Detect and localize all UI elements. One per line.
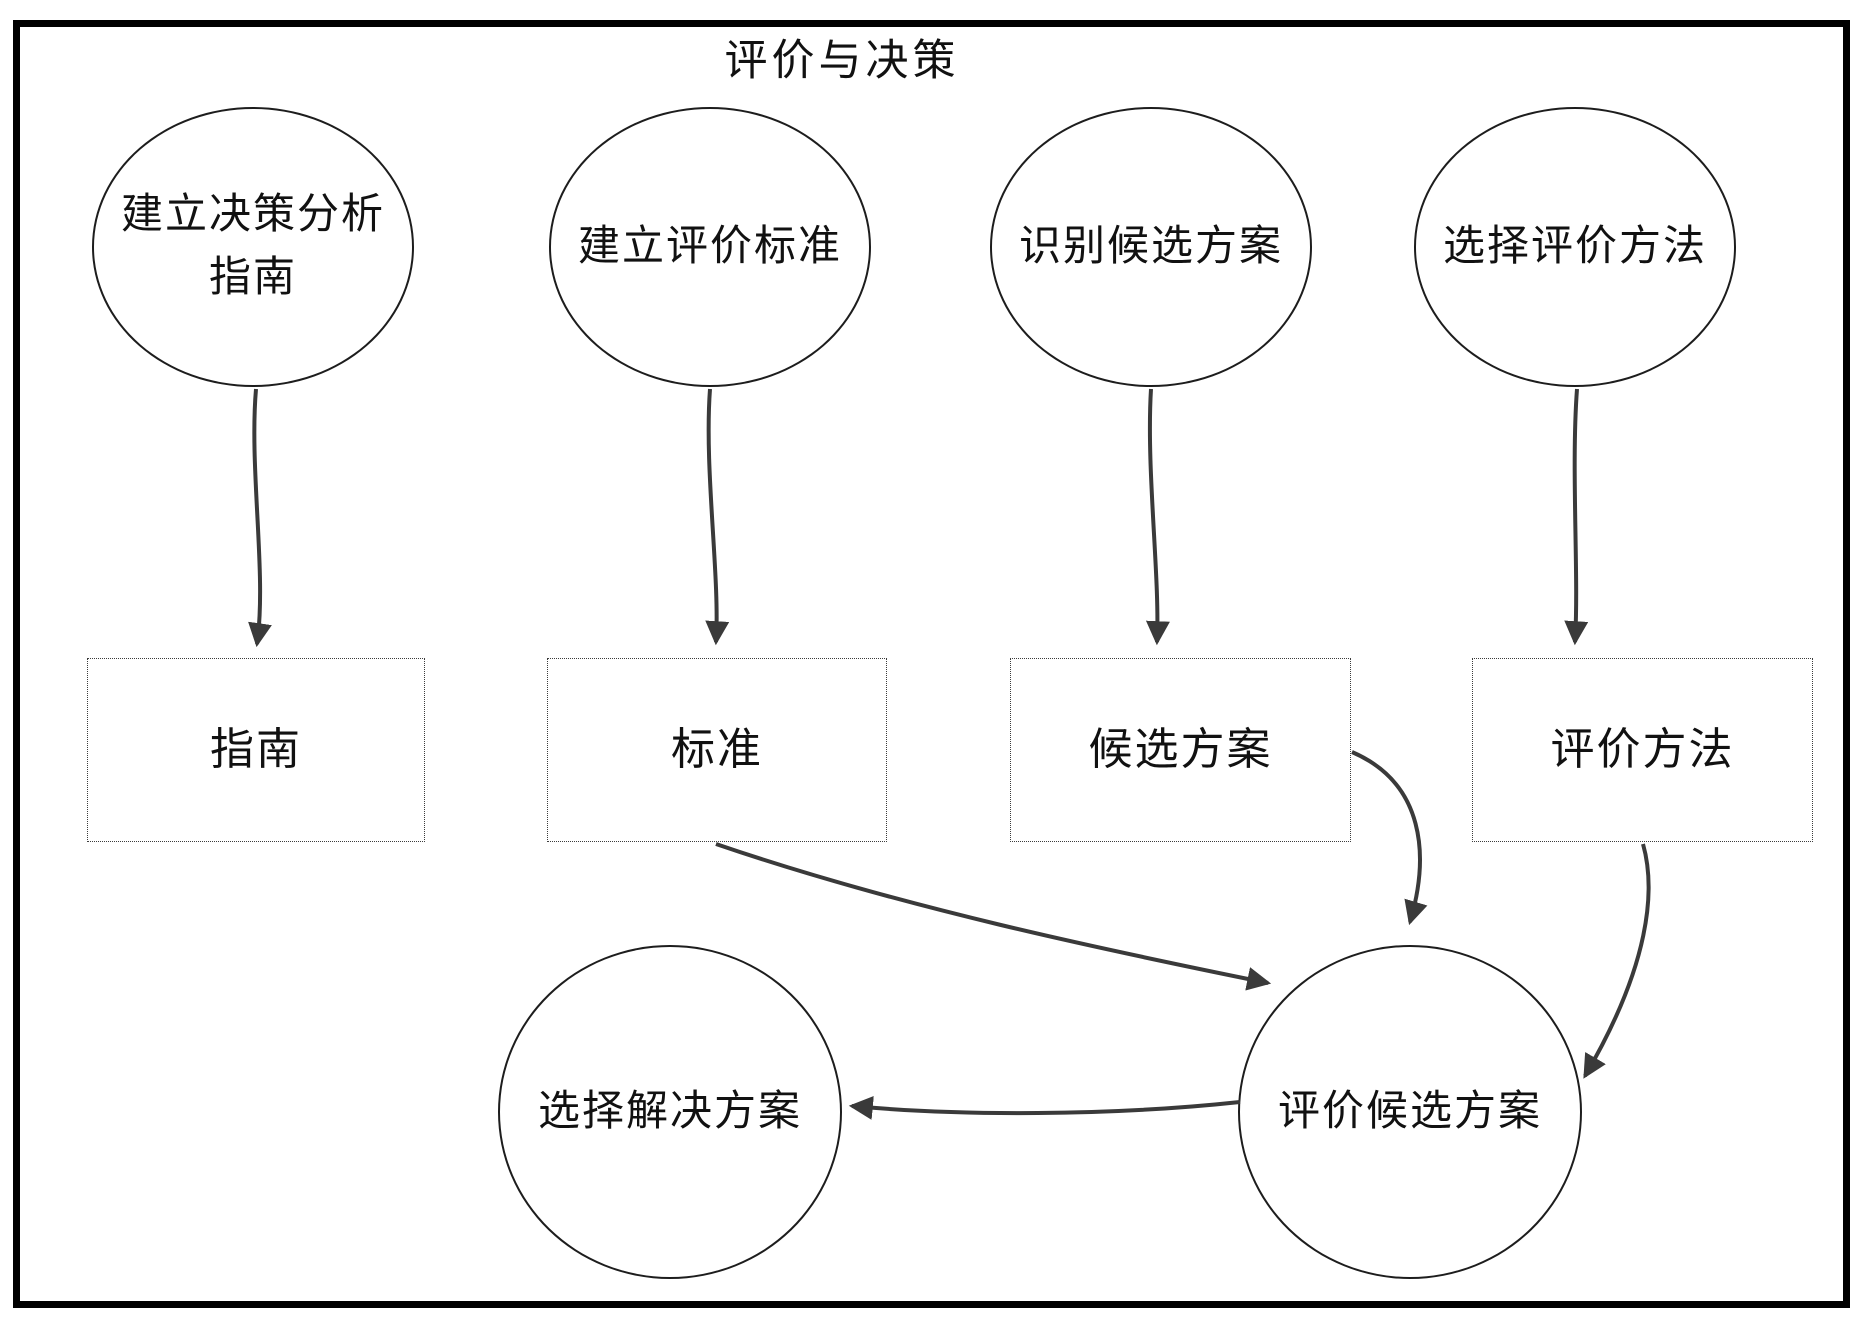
artifact-box-label: 标准 [671,725,763,774]
artifact-box-criteria: 标准 [547,658,887,842]
process-circle-label: 指南 [208,255,297,301]
diagram-title: 评价与决策 [724,38,960,85]
artifact-box-evaluation-method: 评价方法 [1472,658,1813,842]
process-circle-select-evaluation-method: 选择评价方法 [1414,107,1736,387]
artifact-box-candidate-solutions: 候选方案 [1010,658,1351,842]
process-circle-establish-decision-guide: 建立决策分析 指南 [92,107,414,387]
artifact-box-label: 评价方法 [1550,725,1735,774]
artifact-box-label: 候选方案 [1088,725,1273,774]
process-circle-label: 评价候选方案 [1277,1088,1542,1135]
process-circle-establish-evaluation-criteria: 建立评价标准 [549,107,871,387]
process-circle-label: 建立评价标准 [577,223,842,270]
process-circle-label: 识别候选方案 [1018,223,1283,270]
process-circle-identify-candidate-solutions: 识别候选方案 [990,107,1312,387]
process-circle-label: 建立决策分析 [120,192,385,238]
process-circle-select-solution: 选择解决方案 [498,945,842,1279]
process-circle-evaluate-candidate-solutions: 评价候选方案 [1238,945,1582,1279]
artifact-box-guide: 指南 [87,658,425,842]
diagram-border [13,20,1850,1308]
process-circle-label: 选择评价方法 [1442,223,1707,270]
artifact-box-label: 指南 [210,725,302,774]
process-circle-label: 选择解决方案 [537,1088,802,1135]
